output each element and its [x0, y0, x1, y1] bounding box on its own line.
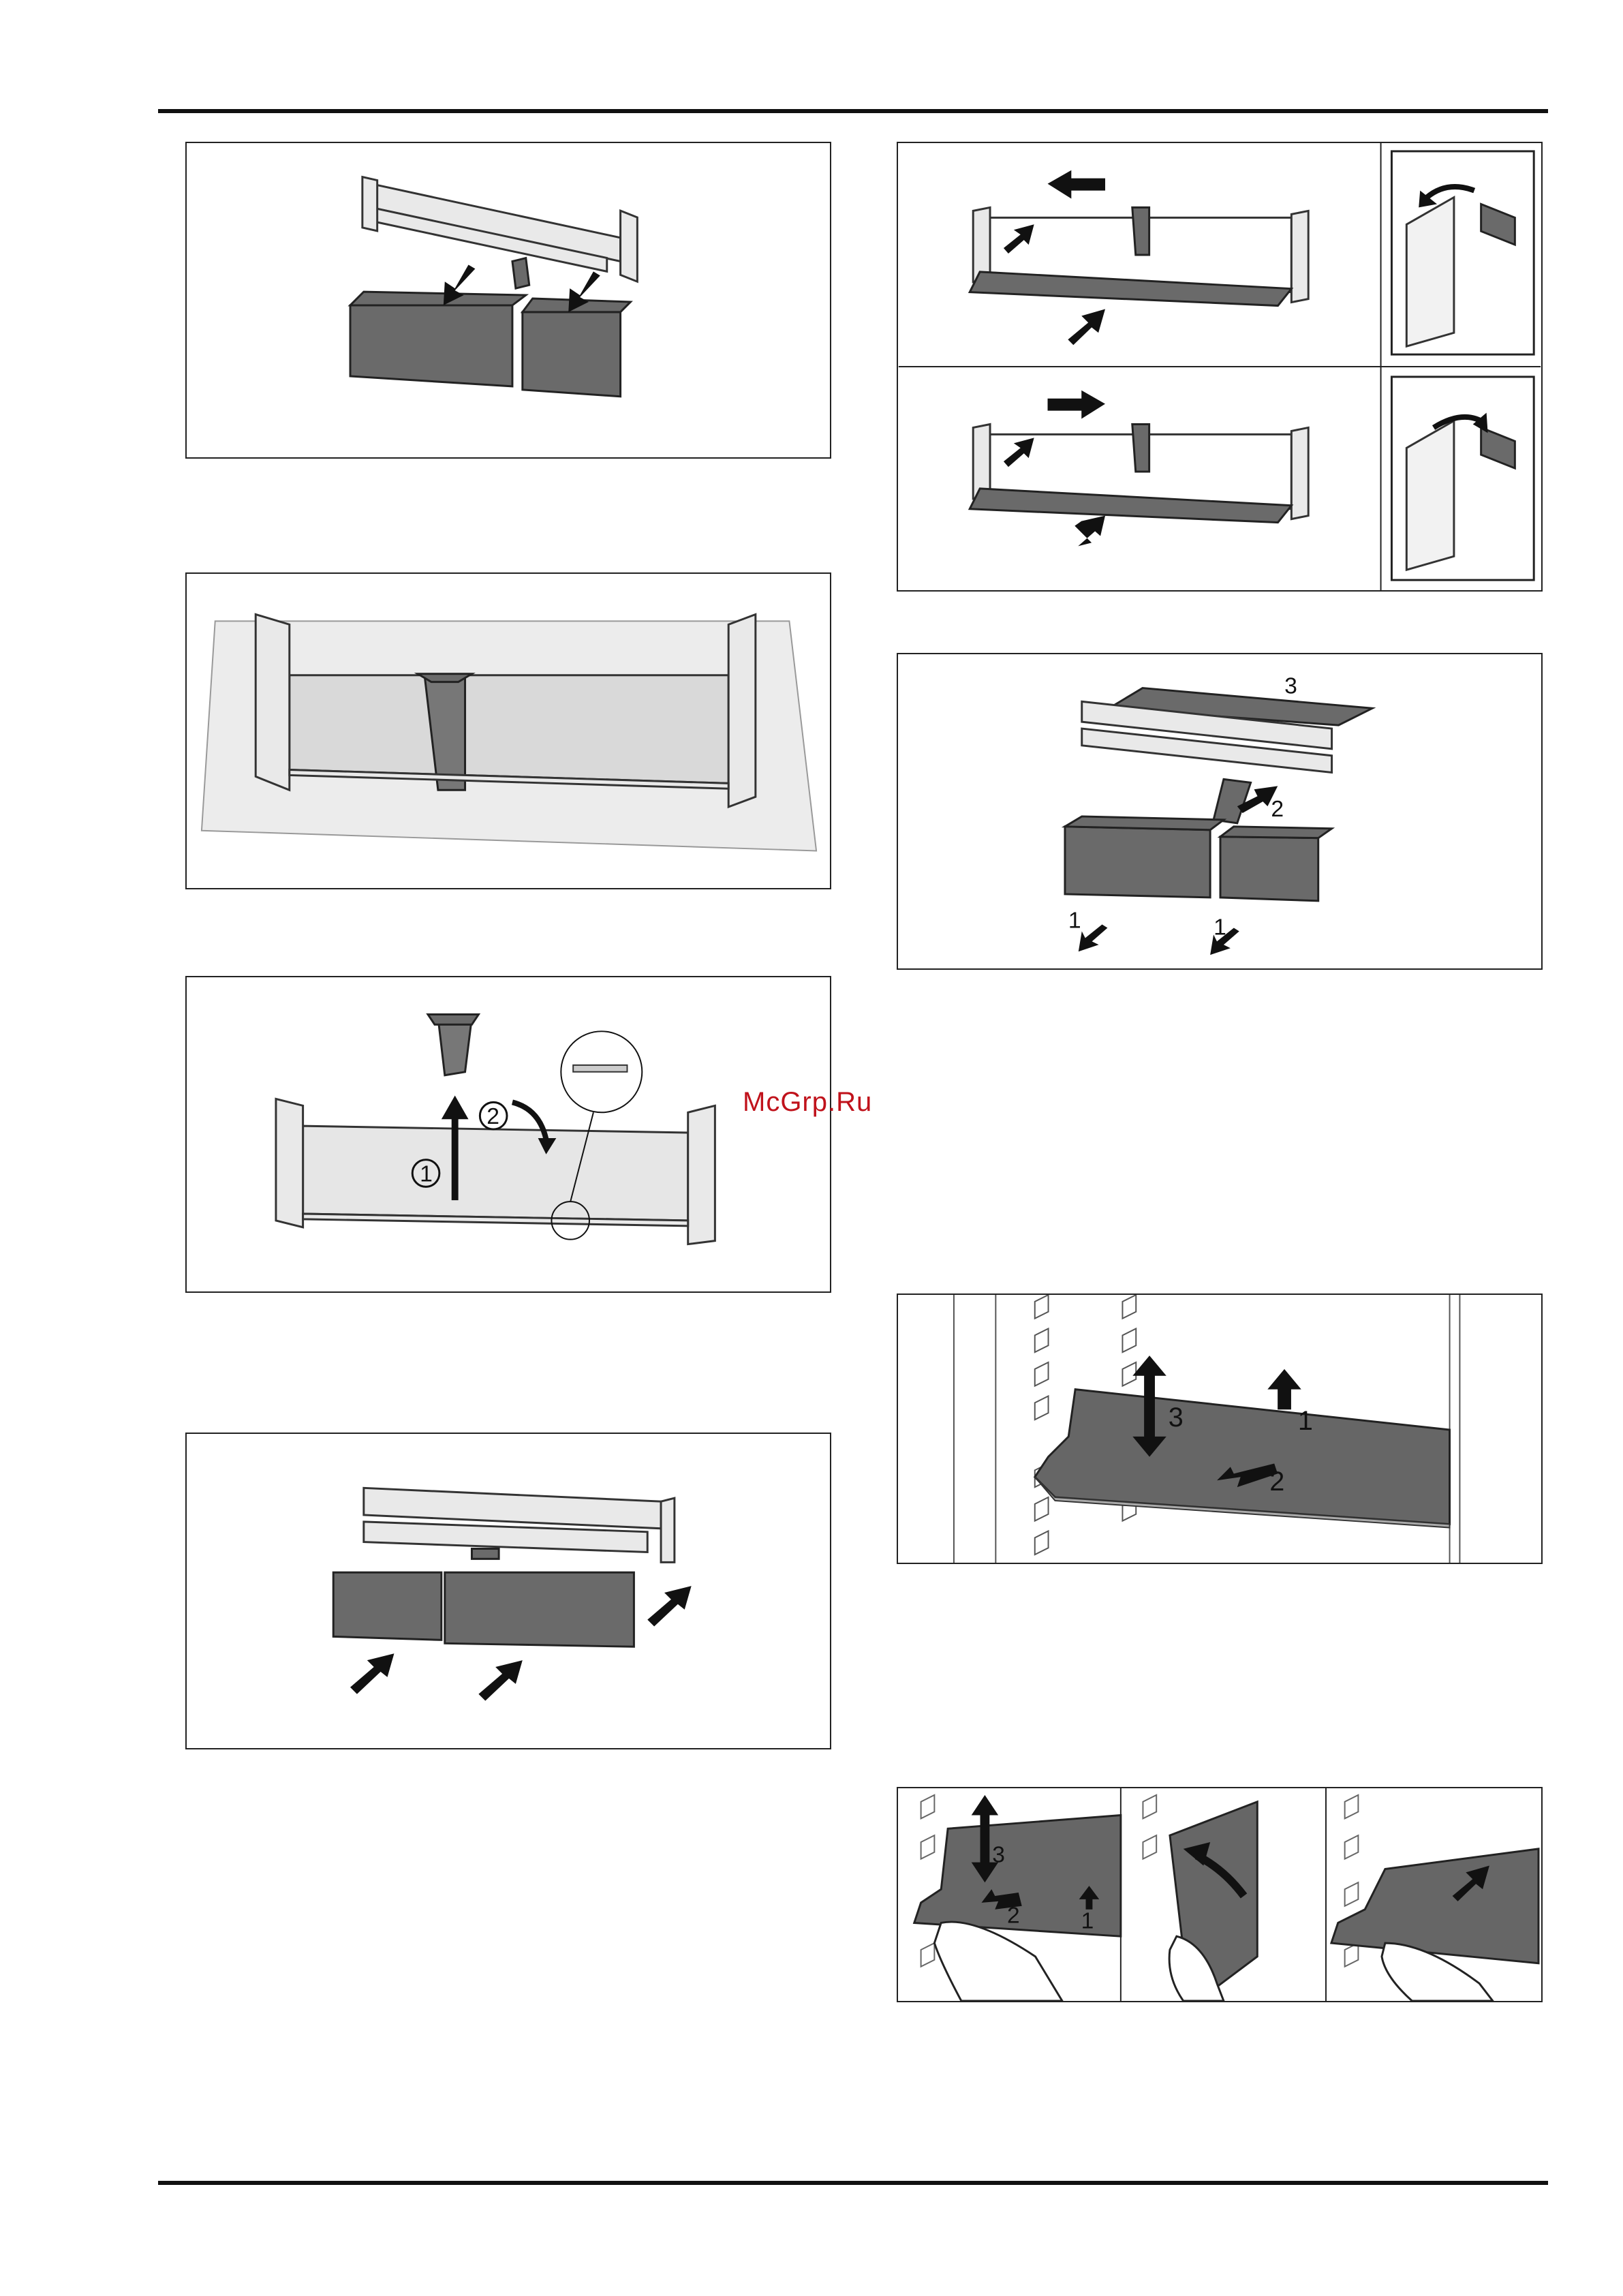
figure-shelf-hands: 3 2 1	[897, 1787, 1543, 2002]
drawers-removed-illustration	[187, 143, 830, 457]
figure-glass-shelf	[185, 572, 831, 889]
step-label-1a: 1	[1068, 908, 1081, 934]
hands-step-2: 2	[1007, 1903, 1020, 1928]
shelf-move-illustration: 3 1 2	[898, 1295, 1541, 1563]
shelf-slide-illustration	[898, 143, 1541, 590]
hands-step-3: 3	[992, 1843, 1005, 1868]
step-label-3: 3	[1284, 673, 1297, 699]
figure-insert-divider: 1 2	[185, 976, 831, 1293]
circled-label-1: 1	[420, 1161, 433, 1187]
step-label-1b: 1	[1214, 914, 1226, 940]
glass-shelf-illustration	[187, 574, 830, 888]
shelf-step-2: 2	[1269, 1467, 1284, 1497]
circled-label-2: 2	[486, 1103, 499, 1129]
shelf-step-1: 1	[1298, 1406, 1313, 1436]
hands-step-1: 1	[1081, 1908, 1094, 1933]
top-rule	[158, 109, 1548, 113]
shelf-step-3: 3	[1169, 1403, 1184, 1433]
shelf-hands-illustration: 3 2 1	[898, 1788, 1541, 2001]
drawers-insert-illustration	[187, 1434, 830, 1748]
figure-shelf-slide	[897, 142, 1543, 592]
step-label-2: 2	[1271, 796, 1284, 822]
figure-drawers-insert	[185, 1433, 831, 1749]
bottom-rule	[158, 2181, 1548, 2185]
insert-divider-illustration: 1 2	[187, 977, 830, 1291]
watermark: McGrp.Ru	[743, 1087, 872, 1118]
pull-slider-illustration: 3 2 1 1	[898, 654, 1541, 968]
figure-shelf-move: 3 1 2	[897, 1294, 1543, 1564]
figure-pull-slider: 3 2 1 1	[897, 653, 1543, 970]
figure-drawers-removed	[185, 142, 831, 459]
